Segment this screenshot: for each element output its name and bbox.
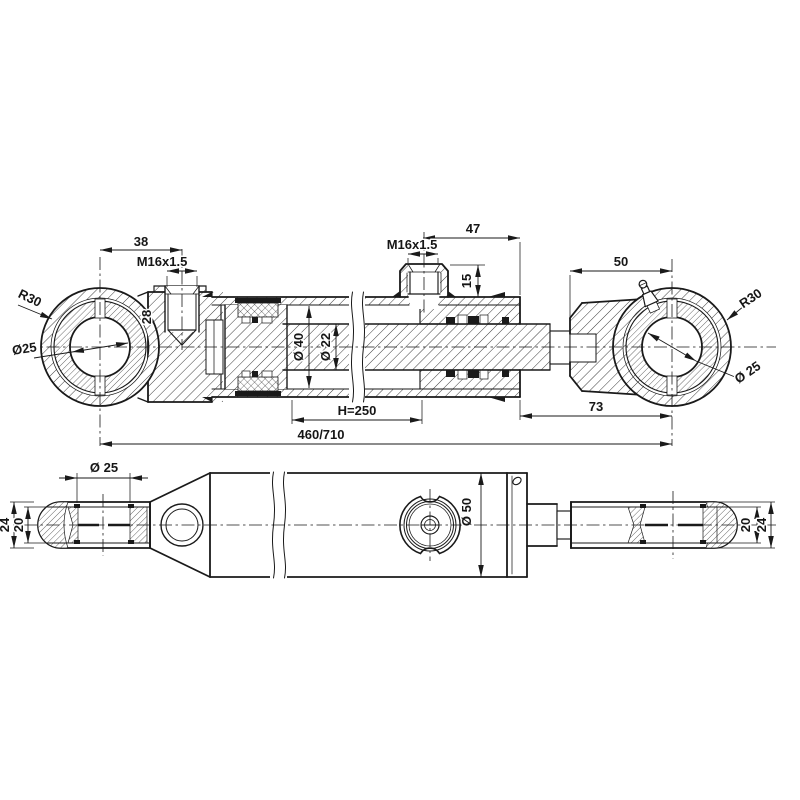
dimensions-bottom: Ø 25 24 20 Ø 50 20 <box>0 459 775 577</box>
dim-label-20-right: 20 <box>738 518 753 532</box>
top-view: 38 M16x1.5 28 47 M16x1.5 <box>9 220 776 447</box>
dim-24-left: 24 <box>0 501 34 549</box>
dim-label-50: 50 <box>614 254 628 269</box>
dim-label-dia25-left: Ø25 <box>11 339 38 358</box>
dim-28: 28 <box>138 308 156 325</box>
dim-label-20-left: 20 <box>11 518 26 532</box>
bottom-view: Ø 25 24 20 Ø 50 20 <box>0 459 776 579</box>
eye-right-plan <box>570 501 738 549</box>
dim-label-24-right: 24 <box>754 517 769 532</box>
gland <box>419 304 521 390</box>
dim-50: 50 <box>569 253 672 322</box>
dim-r30-left: R30 <box>14 284 53 320</box>
dim-47: 47 <box>423 220 521 295</box>
dim-15: 15 <box>450 264 485 298</box>
dim-20-left: 20 <box>10 506 48 544</box>
dim-dia50: Ø 50 <box>458 473 484 577</box>
break-lines-top <box>349 291 365 404</box>
dim-label-73: 73 <box>589 399 603 414</box>
bleed-plug <box>512 476 522 486</box>
dim-label-m16-mid: M16x1.5 <box>387 237 438 252</box>
dim-dia22: Ø 22 <box>317 324 339 370</box>
dim-label-dia25-right: Ø 25 <box>732 358 764 386</box>
dim-dia25-left: Ø25 <box>9 338 129 359</box>
dim-dia40: Ø 40 <box>290 306 312 388</box>
dim-m16-left: M16x1.5 <box>135 253 198 287</box>
dim-label-r30-right: R30 <box>736 285 764 311</box>
barrel <box>212 297 520 397</box>
dim-m16-mid: M16x1.5 <box>385 236 439 263</box>
dim-label-dia40: Ø 40 <box>291 333 306 361</box>
dim-label-dia25-bottom: Ø 25 <box>90 460 118 475</box>
dim-label-total: 460/710 <box>298 427 345 442</box>
dim-24-right: 24 <box>716 501 775 549</box>
dim-label-24-left: 24 <box>0 517 12 532</box>
dim-label-28: 28 <box>139 310 154 324</box>
dim-73: 73 <box>519 398 672 420</box>
center-lines-bottom <box>24 489 776 561</box>
dim-label-dia50: Ø 50 <box>459 498 474 526</box>
dim-20-right: 20 <box>722 506 761 544</box>
dim-38: 38 <box>100 233 182 253</box>
dim-label-m16-left: M16x1.5 <box>137 254 188 269</box>
dim-r30-right: R30 <box>726 284 766 321</box>
dim-label-h250: H=250 <box>338 403 377 418</box>
dim-label-dia22: Ø 22 <box>318 333 333 361</box>
dim-dia25-bottom: Ø 25 <box>59 459 148 503</box>
dim-label-38: 38 <box>134 234 148 249</box>
dim-label-15: 15 <box>459 274 474 288</box>
dim-h250: H=250 <box>291 400 423 424</box>
dim-total: 460/710 <box>100 426 672 447</box>
grease-fitting <box>638 279 661 314</box>
dim-label-47: 47 <box>466 221 480 236</box>
weld-seams <box>202 291 505 402</box>
